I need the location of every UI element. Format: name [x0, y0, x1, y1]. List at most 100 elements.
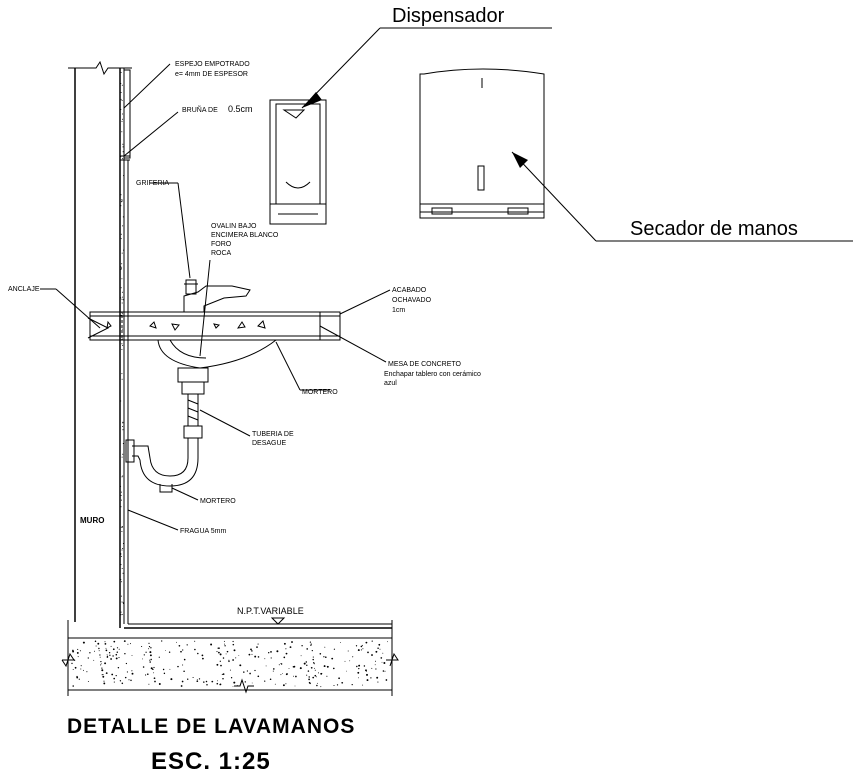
texture-dot — [180, 685, 183, 687]
texture-dot — [366, 679, 369, 682]
texture-dot — [233, 681, 236, 684]
texture-dot — [316, 684, 318, 687]
texture-dot — [124, 676, 127, 679]
texture-dot — [121, 131, 123, 133]
texture-dot — [382, 670, 385, 672]
texture-dot — [365, 641, 368, 644]
texture-dot — [148, 648, 150, 650]
texture-dot — [280, 663, 283, 665]
texture-dot — [291, 641, 293, 643]
texture-dot — [120, 526, 122, 528]
texture-dot — [248, 653, 251, 656]
texture-dot — [314, 669, 316, 671]
texture-dot — [120, 554, 122, 556]
texture-dot — [120, 495, 122, 496]
texture-dot — [121, 373, 123, 375]
texture-dot — [152, 669, 154, 670]
texture-dot — [120, 595, 122, 597]
texture-dot — [153, 666, 155, 669]
texture-dot — [285, 652, 288, 655]
texture-dot — [257, 643, 259, 645]
title-block: DETALLE DE LAVAMANOS ESC. 1:25 — [67, 715, 354, 775]
texture-dot — [120, 83, 122, 84]
texture-dot — [194, 648, 196, 651]
texture-dot — [72, 669, 74, 670]
texture-dot — [104, 643, 107, 645]
texture-dot — [120, 614, 122, 616]
texture-dot — [357, 677, 359, 679]
texture-dot — [121, 531, 123, 532]
texture-dot — [121, 252, 123, 254]
texture-dot — [377, 681, 379, 683]
texture-dot — [356, 665, 358, 668]
texture-dot — [192, 676, 194, 679]
texture-dot — [122, 344, 124, 346]
texture-dot — [232, 643, 235, 646]
texture-dot — [153, 677, 156, 680]
texture-dot — [101, 667, 103, 669]
texture-dot — [148, 683, 150, 685]
texture-dot — [285, 673, 288, 676]
texture-dot — [120, 553, 122, 555]
texture-dot — [254, 669, 256, 672]
texture-dot — [314, 667, 315, 669]
texture-dot — [120, 297, 122, 299]
texture-dot — [122, 143, 124, 145]
texture-dot — [251, 650, 253, 652]
texture-dot — [72, 650, 75, 653]
texture-dot — [375, 650, 378, 653]
texture-dot — [182, 664, 184, 666]
texture-dot — [218, 651, 220, 654]
texture-dot — [120, 485, 122, 487]
drawing-scale: ESC. 1:25 — [151, 748, 271, 775]
texture-dot — [311, 649, 313, 652]
texture-dot — [117, 666, 120, 669]
texture-dot — [306, 674, 308, 676]
ovalin-label-2: ENCIMERA BLANCO — [211, 232, 279, 239]
texture-dot — [338, 677, 340, 680]
texture-dot — [148, 642, 150, 644]
texture-dot — [341, 681, 344, 684]
texture-dot — [264, 658, 266, 660]
texture-dot — [182, 649, 184, 651]
texture-dot — [150, 647, 152, 649]
texture-dot — [116, 651, 119, 653]
texture-dot — [103, 680, 105, 682]
texture-dot — [360, 649, 362, 651]
texture-dot — [319, 653, 322, 655]
texture-dot — [308, 676, 310, 678]
texture-dot — [100, 664, 102, 666]
texture-dot — [116, 647, 119, 649]
texture-dot — [230, 677, 233, 679]
texture-dot — [120, 268, 122, 270]
texture-dot — [113, 681, 115, 683]
texture-dot — [232, 640, 234, 643]
texture-dot — [331, 657, 334, 660]
paper-dispenser-drawing — [269, 99, 327, 225]
texture-dot — [82, 669, 84, 671]
wall — [68, 60, 132, 628]
texture-dot — [308, 681, 311, 684]
texture-dot — [122, 429, 124, 431]
texture-dot — [223, 640, 225, 642]
texture-dot — [122, 421, 124, 423]
texture-dot — [121, 267, 123, 269]
texture-dot — [254, 655, 257, 658]
texture-dot — [120, 238, 122, 240]
texture-dot — [274, 683, 276, 685]
texture-dot — [120, 109, 122, 110]
texture-dot — [112, 648, 115, 651]
mortero-top-label: MORTERO — [302, 389, 338, 396]
texture-dot — [371, 667, 373, 669]
texture-dot — [216, 663, 219, 666]
texture-dot — [122, 426, 124, 427]
texture-dot — [273, 668, 275, 670]
texture-dot — [169, 668, 171, 670]
mesa-label-1: MESA DE CONCRETO — [388, 361, 462, 368]
texture-dot — [131, 672, 134, 675]
texture-dot — [326, 675, 328, 677]
texture-dot — [377, 647, 379, 649]
texture-dot — [387, 641, 389, 643]
texture-dot — [281, 672, 283, 674]
texture-dot — [312, 658, 314, 661]
